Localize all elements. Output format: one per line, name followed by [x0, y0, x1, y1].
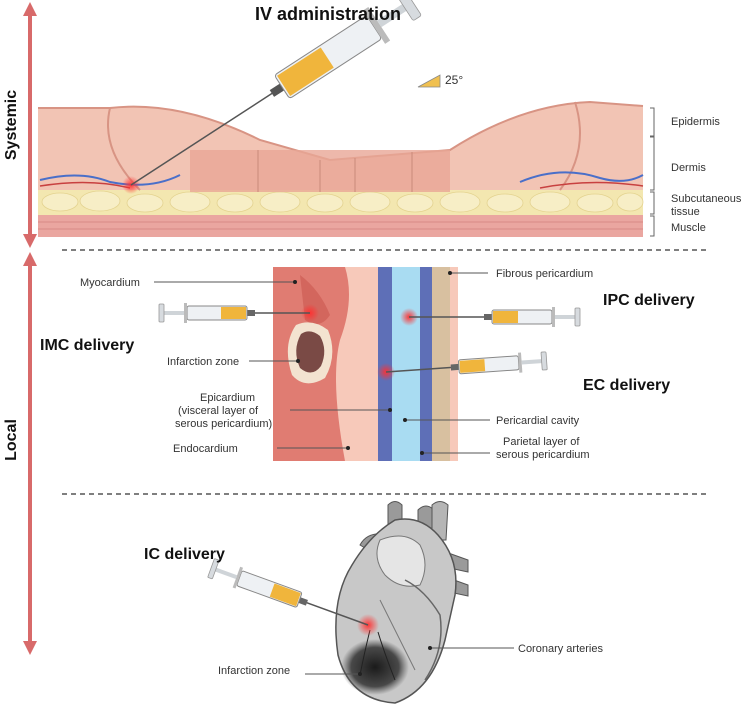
subcutaneous-label-2: tissue [671, 206, 700, 218]
heart-illustration [335, 501, 469, 704]
local-label: Local [3, 419, 20, 461]
angle-icon [417, 74, 441, 88]
heart-leader-dots [358, 646, 432, 676]
heart-wall [273, 267, 458, 461]
endocardium-label: Endocardium [173, 443, 238, 455]
parietal-layer-label-2: serous pericardium [496, 449, 590, 461]
parietal-layer-label-1: Parietal layer of [503, 436, 580, 448]
epidermis-label: Epidermis [671, 116, 720, 128]
leader-dots [293, 271, 452, 455]
layer-brackets [650, 107, 655, 237]
heart-leader-lines [305, 647, 514, 675]
muscle-label: Muscle [671, 222, 706, 234]
iv-title: IV administration [255, 4, 401, 24]
skin-cross-section [38, 100, 644, 237]
systemic-label: Systemic [3, 90, 20, 160]
leader-lines [154, 272, 490, 454]
epicardium-label-1: Epicardium [200, 392, 255, 404]
dermis-label: Dermis [671, 162, 706, 174]
pericardial-cavity-label: Pericardial cavity [496, 415, 580, 427]
epicardium-label-3: serous pericardium) [175, 418, 272, 430]
angle-label: 25° [445, 73, 463, 87]
ic-delivery-label: IC delivery [144, 546, 225, 563]
imc-delivery-label: IMC delivery [40, 337, 134, 354]
local-arrow [23, 252, 37, 655]
iv-syringe [130, 0, 422, 186]
fibrous-pericardium-label: Fibrous pericardium [496, 268, 593, 280]
infarction-zone-label-heart: Infarction zone [218, 665, 290, 677]
infarction-zone-label-wall: Infarction zone [167, 356, 239, 368]
subcutaneous-label-1: Subcutaneous [671, 193, 742, 205]
ipc-syringe [409, 307, 581, 327]
ipc-delivery-label: IPC delivery [603, 292, 695, 309]
systemic-arrow [23, 2, 37, 248]
myocardium-label: Myocardium [80, 277, 140, 289]
coronary-arteries-label: Coronary arteries [518, 643, 603, 655]
imc-syringe [158, 303, 310, 323]
ic-syringe [207, 558, 369, 626]
epicardium-label-2: (visceral layer of [178, 405, 259, 417]
ec-syringe [385, 351, 548, 375]
ec-delivery-label: EC delivery [583, 377, 670, 394]
